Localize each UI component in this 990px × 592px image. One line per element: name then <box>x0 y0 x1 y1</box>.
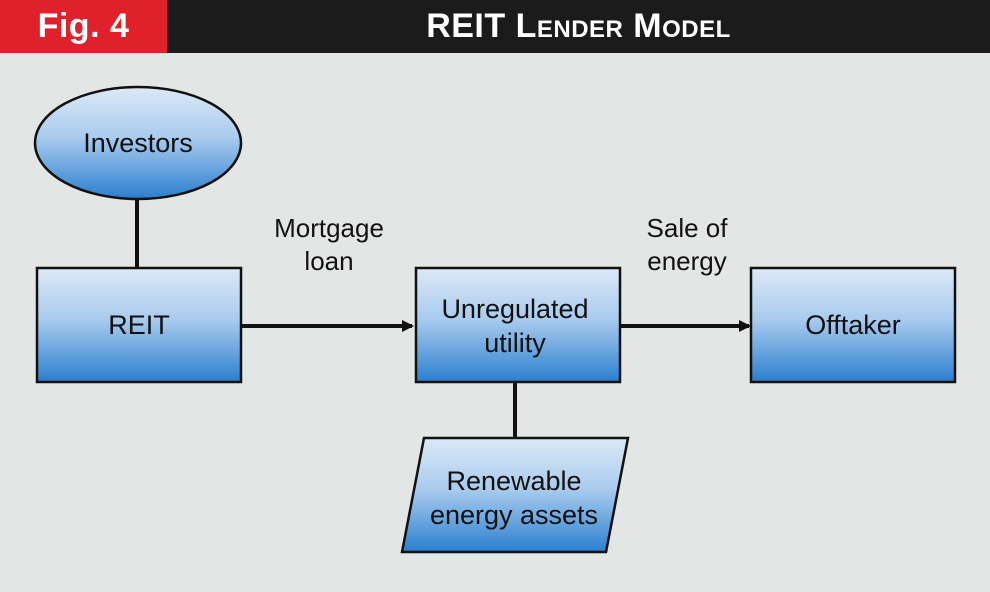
assets-label-line1: Renewable <box>446 466 581 496</box>
figure-header: Fig. 4 REIT Lender Model <box>0 0 990 53</box>
figure-title: REIT Lender Model <box>426 7 731 45</box>
sale-label-line1: Sale of <box>647 213 729 243</box>
investors-label: Investors <box>83 128 193 158</box>
investors-node: Investors <box>33 85 243 201</box>
renewable-energy-assets-node: Renewable energy assets <box>400 436 630 554</box>
offtaker-label: Offtaker <box>805 310 901 340</box>
reit-label: REIT <box>108 310 170 340</box>
assets-label-line2: energy assets <box>430 500 598 530</box>
figure-number-badge: Fig. 4 <box>0 0 167 53</box>
offtaker-node: Offtaker <box>749 266 957 384</box>
mortgage-label-line1: Mortgage <box>274 213 384 243</box>
utility-label-line1: Unregulated <box>441 294 588 324</box>
sale-label-line2: energy <box>647 246 727 276</box>
utility-label-line2: utility <box>484 328 546 358</box>
reit-node: REIT <box>35 266 243 384</box>
mortgage-label-line2: loan <box>304 246 353 276</box>
unregulated-utility-node: Unregulated utility <box>414 266 622 384</box>
